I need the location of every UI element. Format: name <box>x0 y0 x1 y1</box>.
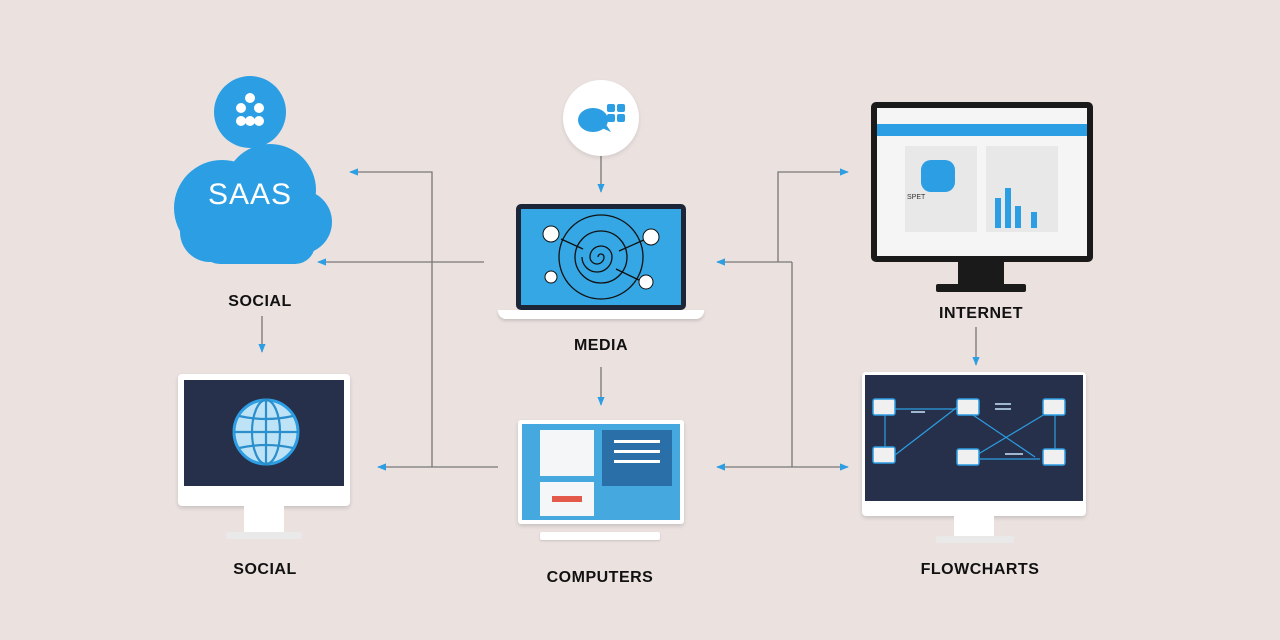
social-label: SOCIAL <box>233 561 297 578</box>
computers-label: COMPUTERS <box>546 569 654 586</box>
computers-monitor <box>518 420 684 524</box>
chat-icon-circle <box>563 80 639 156</box>
saas-label: SOCIAL <box>228 293 292 310</box>
internet-screen-caption: SPET <box>907 194 926 201</box>
people-icon <box>236 93 264 126</box>
cloud-text: SAAS <box>207 178 293 211</box>
social-monitor-base <box>226 532 302 539</box>
flowchart-icon <box>872 398 1066 466</box>
globe-icon <box>232 398 300 466</box>
internet-label: INTERNET <box>939 305 1023 322</box>
internet-monitor-base <box>936 284 1026 292</box>
media-label: MEDIA <box>573 337 629 354</box>
social-monitor-stand <box>244 506 284 534</box>
internet-monitor-stand <box>958 262 1004 286</box>
flowcharts-monitor-stand <box>954 516 994 538</box>
media-laptop <box>516 204 686 310</box>
flowcharts-monitor <box>862 372 1086 516</box>
flowcharts-label: FLOWCHARTS <box>920 561 1040 578</box>
computers-monitor-base <box>540 532 660 540</box>
spiral-icon <box>542 214 660 300</box>
people-icon-circle <box>214 76 286 148</box>
social-monitor <box>178 374 350 506</box>
cloud-icon <box>174 144 332 264</box>
internet-monitor: SPET <box>871 102 1093 262</box>
chat-icon-screen <box>921 160 955 192</box>
flowcharts-monitor-base <box>936 536 1014 543</box>
media-laptop-base <box>498 310 704 319</box>
chat-icon <box>578 104 625 132</box>
